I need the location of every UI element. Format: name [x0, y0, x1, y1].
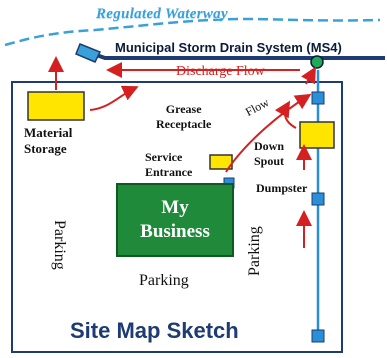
downspout-line1: Down — [254, 139, 285, 153]
material-storage-line1: Material — [24, 125, 73, 140]
service-entrance-label: Service Entrance — [145, 150, 192, 180]
waterway-label: Regulated Waterway — [96, 6, 228, 22]
site-boundary — [11, 81, 343, 353]
storm-drain-label: Municipal Storm Drain System (MS4) — [115, 40, 342, 55]
business-label: My Business — [117, 184, 233, 256]
waterway-line — [4, 17, 381, 47]
parking-left-label: Parking — [51, 220, 68, 270]
manhole-icon — [310, 55, 324, 69]
business-line1: My — [161, 197, 189, 218]
discharge-flow-label: Discharge Flow — [176, 64, 265, 79]
drain-inlet-bottom — [311, 329, 325, 343]
dumpster-box — [299, 121, 335, 149]
grease-line1: Grease — [165, 102, 202, 116]
parking-bottom-label: Parking — [139, 272, 189, 289]
material-storage-box — [27, 91, 85, 121]
drain-inlet-top — [311, 91, 325, 105]
arrow-dumpster — [274, 100, 297, 129]
drain-inlet-mid — [311, 192, 325, 206]
arrow-flow-main — [225, 93, 312, 173]
service-line2: Entrance — [145, 165, 193, 179]
downspout-line2: Spout — [254, 154, 285, 168]
parking-right-label: Parking — [246, 226, 263, 276]
material-storage-line2: Storage — [24, 141, 67, 156]
grease-line2: Receptacle — [156, 117, 212, 131]
downspout-label: Down Spout — [254, 139, 284, 169]
dumpster-label: Dumpster — [256, 181, 308, 195]
material-storage-label: Material Storage — [24, 125, 72, 157]
business-building — [116, 183, 234, 257]
grease-receptacle-label: Grease Receptacle — [156, 102, 211, 132]
arrow-storage-flow — [89, 85, 139, 111]
business-line2: Business — [140, 221, 210, 242]
arrow-to-manhole — [301, 66, 316, 85]
site-map-title: Site Map Sketch — [70, 318, 239, 343]
service-line1: Service — [145, 150, 183, 164]
outfall-pipe-icon — [75, 43, 102, 63]
